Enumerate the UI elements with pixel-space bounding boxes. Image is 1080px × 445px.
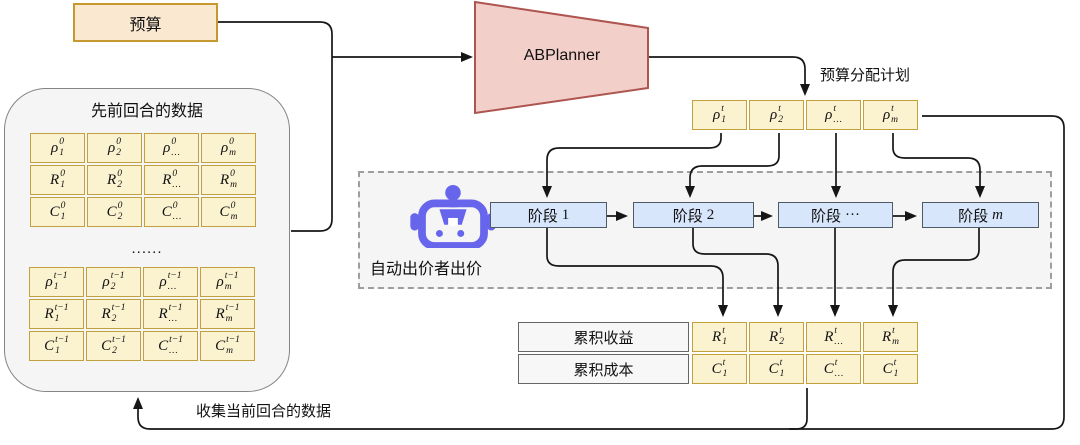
abplanner-to-plan-arrow xyxy=(648,56,810,96)
revenue-row-label: 累积收益 xyxy=(518,322,689,352)
budget-label: 预算 xyxy=(129,16,162,34)
stage-number: 2 xyxy=(706,206,715,223)
rounds-ellipsis: ...... xyxy=(131,240,163,257)
abplanner-label: ABPlanner xyxy=(523,47,601,64)
collect-data-label: 收集当前回合的数据 xyxy=(196,403,332,420)
plan-allocation-label: 预算分配计划 xyxy=(820,67,911,84)
stage-dots-box: 阶段 ··· xyxy=(778,202,893,228)
stage-label: 阶段 xyxy=(958,207,989,225)
robot-icon xyxy=(410,184,496,248)
stage-number: ··· xyxy=(845,206,860,223)
autobidder-label: 自动出价者出价 xyxy=(370,261,483,278)
stage-label: 阶段 xyxy=(672,207,703,225)
stage-number: 1 xyxy=(561,206,570,223)
stage-label: 阶段 xyxy=(810,207,841,225)
stage-label: 阶段 xyxy=(527,207,558,225)
cost-row-label: 累积成本 xyxy=(518,354,689,384)
cost-table-merge-line xyxy=(789,388,808,430)
previous-rounds-title: 先前回合的数据 xyxy=(90,103,203,120)
budget-box: 预算 xyxy=(73,3,218,42)
stage-number: m xyxy=(992,206,1003,223)
